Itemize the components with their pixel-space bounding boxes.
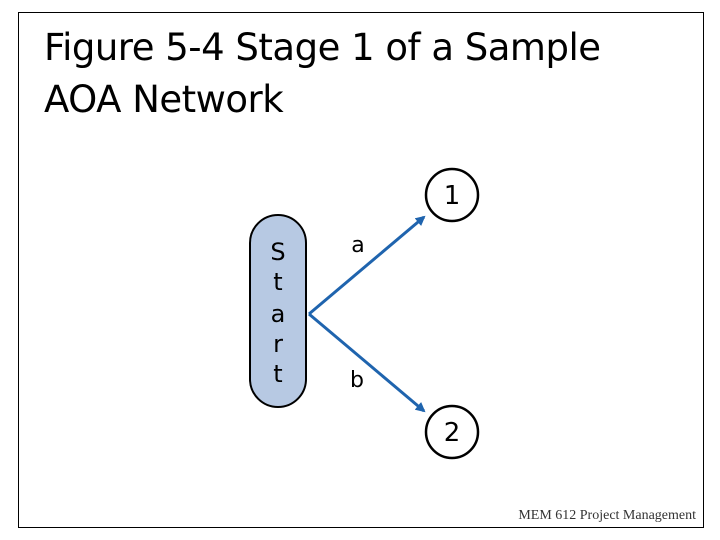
slide-title: Figure 5-4 Stage 1 of a Sample AOA Netwo… — [44, 22, 684, 126]
node-1: 1 — [424, 167, 480, 223]
start-letter-a: a — [271, 300, 286, 328]
start-letter-r: r — [273, 330, 283, 358]
node-2-label: 2 — [444, 418, 461, 448]
arrow-a — [308, 215, 426, 316]
title-line-1: Figure 5-4 Stage 1 of a Sample — [44, 26, 601, 69]
start-letter-s: S — [270, 238, 285, 266]
arrow-b — [308, 312, 426, 413]
node-2: 2 — [424, 404, 480, 460]
footer-text: MEM 612 Project Management — [518, 508, 696, 523]
slide-frame — [18, 12, 704, 528]
start-letter-t2: t — [273, 360, 282, 388]
node-1-label: 1 — [444, 181, 461, 211]
start-letter-t: t — [273, 268, 282, 296]
start-node: S t a r t — [249, 214, 307, 408]
title-line-2: AOA Network — [44, 78, 284, 121]
arrow-label-b: b — [350, 368, 364, 393]
arrow-label-a: a — [351, 233, 364, 258]
